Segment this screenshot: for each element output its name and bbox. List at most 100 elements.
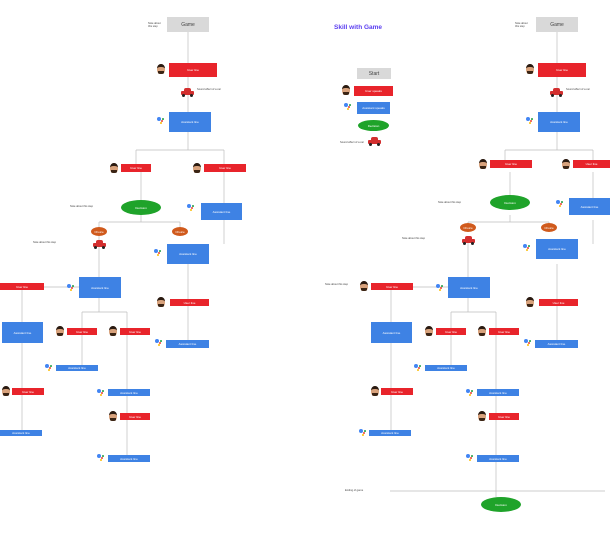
legend-start: Start <box>357 68 391 79</box>
right-user-avatar-icon <box>478 411 486 421</box>
left-user-avatar-icon <box>56 326 64 336</box>
left-game-start: Game <box>167 17 209 32</box>
left-assistant-line-6: Assistant line <box>166 340 209 348</box>
right-assistant-line-2: Assistant line <box>569 198 610 215</box>
right-option-a: Choice <box>460 223 476 232</box>
left-assistant-line-1: Assistant line <box>169 112 211 132</box>
right-assistant-icon <box>524 339 532 347</box>
right-assistant-icon <box>466 454 474 462</box>
left-option-a: Choice <box>91 227 107 236</box>
right-assistant-icon <box>359 429 367 437</box>
left-assistant-line-9: Assistant line <box>0 430 42 436</box>
left-option-b: Choice <box>172 227 188 236</box>
legend-assistant-speaks: Assistant speaks <box>357 102 390 114</box>
legend-user-avatar-icon <box>342 85 350 95</box>
right-user-line-2: User line <box>371 283 413 290</box>
legend-assistant-icon <box>344 103 352 111</box>
left-assistant-icon <box>187 204 195 212</box>
right-user-line-3: User line <box>539 299 578 306</box>
right-assistant-icon <box>526 117 534 125</box>
right-user-avatar-icon <box>425 326 433 336</box>
page-title: Skill with Game <box>334 24 383 31</box>
right-assistant-line-10: Assistant line <box>477 455 519 462</box>
right-user-line-6: User line <box>381 388 413 395</box>
left-car-icon <box>181 88 194 97</box>
left-assistant-line-4: Assistant line <box>79 277 121 298</box>
right-user-avatar-icon <box>478 326 486 336</box>
left-user-avatar-icon <box>157 297 165 307</box>
left-user-avatar-icon <box>110 163 118 173</box>
right-assistant-line-7: Assistant line <box>425 365 467 371</box>
right-assistant-line-4: Assistant line <box>448 277 490 298</box>
right-assistant-line-6: Assistant line <box>535 340 578 348</box>
left-assistant-line-2: Assistant line <box>201 203 242 220</box>
left-user-line-3: User line <box>170 299 209 306</box>
right-option-note: Note about this step <box>402 237 426 240</box>
left-user-line-1: User line <box>169 63 217 77</box>
left-user-line-6: User line <box>12 388 44 395</box>
right-assistant-icon <box>466 389 474 397</box>
left-assistant-line-10: Assistant line <box>108 455 150 462</box>
right-car-icon <box>462 236 475 245</box>
right-assistant-line-9: Assistant line <box>369 430 411 436</box>
right-ending-decision: Decision <box>481 497 521 512</box>
left-assistant-icon <box>67 284 75 292</box>
right-user-avatar-icon <box>371 386 379 396</box>
right-user-note: Note about this step <box>325 283 349 286</box>
legend-car-icon <box>368 137 381 146</box>
left-assistant-line-7: Assistant line <box>56 365 98 371</box>
left-assistant-line-5: Assistant line <box>2 322 43 343</box>
left-user-avatar-icon <box>157 64 165 74</box>
left-assistant-icon <box>154 249 162 257</box>
left-car-icon <box>93 240 106 249</box>
right-user-avatar-icon <box>479 159 487 169</box>
left-decision-1: Decision <box>121 200 161 215</box>
left-assistant-line-8: Assistant line <box>108 389 150 396</box>
right-user-line-1: User line <box>538 63 586 77</box>
right-game-note: Note about this step <box>515 22 528 29</box>
right-ending-note: Ending of game <box>345 489 364 492</box>
right-decision-note: Note about this step <box>438 201 462 204</box>
right-user-avatar-icon <box>526 297 534 307</box>
right-user-line-4: User line <box>436 328 466 335</box>
left-assistant-line-3: Assistant line <box>167 244 209 264</box>
left-user-line-5: User line <box>120 328 150 335</box>
right-user-avatar-icon <box>526 64 534 74</box>
right-user-line-5: User line <box>489 328 519 335</box>
right-decision-1: Decision <box>490 195 530 210</box>
right-assistant-icon <box>523 244 531 252</box>
right-assistant-icon <box>414 364 422 372</box>
left-assistant-icon <box>157 117 165 125</box>
left-assistant-icon <box>45 364 53 372</box>
left-user-line-2: User line <box>0 283 44 290</box>
right-user-choice-b: User line <box>573 160 610 168</box>
left-user-avatar-icon <box>2 386 10 396</box>
right-user-line-7: User line <box>489 413 519 420</box>
left-assistant-icon <box>97 389 105 397</box>
right-assistant-icon <box>436 284 444 292</box>
right-sound-note: Sound effect of a car <box>566 88 590 91</box>
right-user-avatar-icon <box>360 281 368 291</box>
right-assistant-line-5: Assistant line <box>371 322 412 343</box>
right-car-icon <box>550 88 563 97</box>
right-assistant-line-3: Assistant line <box>536 239 578 259</box>
left-option-note: Note about this step <box>33 241 57 244</box>
right-option-b: Choice <box>541 223 557 232</box>
right-assistant-line-1: Assistant line <box>538 112 580 132</box>
right-assistant-icon <box>556 200 564 208</box>
right-user-avatar-icon <box>562 159 570 169</box>
left-user-avatar-icon <box>193 163 201 173</box>
left-user-avatar-icon <box>109 411 117 421</box>
left-user-choice-a: User line <box>121 164 151 172</box>
left-user-line-4: User line <box>67 328 97 335</box>
left-user-avatar-icon <box>109 326 117 336</box>
left-user-line-7: User line <box>120 413 150 420</box>
right-game-start: Game <box>536 17 578 32</box>
legend-sound-note: Sound effect of a car <box>340 141 364 144</box>
left-sound-note: Sound effect of a car <box>197 88 221 91</box>
legend-decision: Decision <box>358 120 389 131</box>
left-game-note: Note about this step <box>148 22 161 29</box>
left-assistant-icon <box>155 339 163 347</box>
